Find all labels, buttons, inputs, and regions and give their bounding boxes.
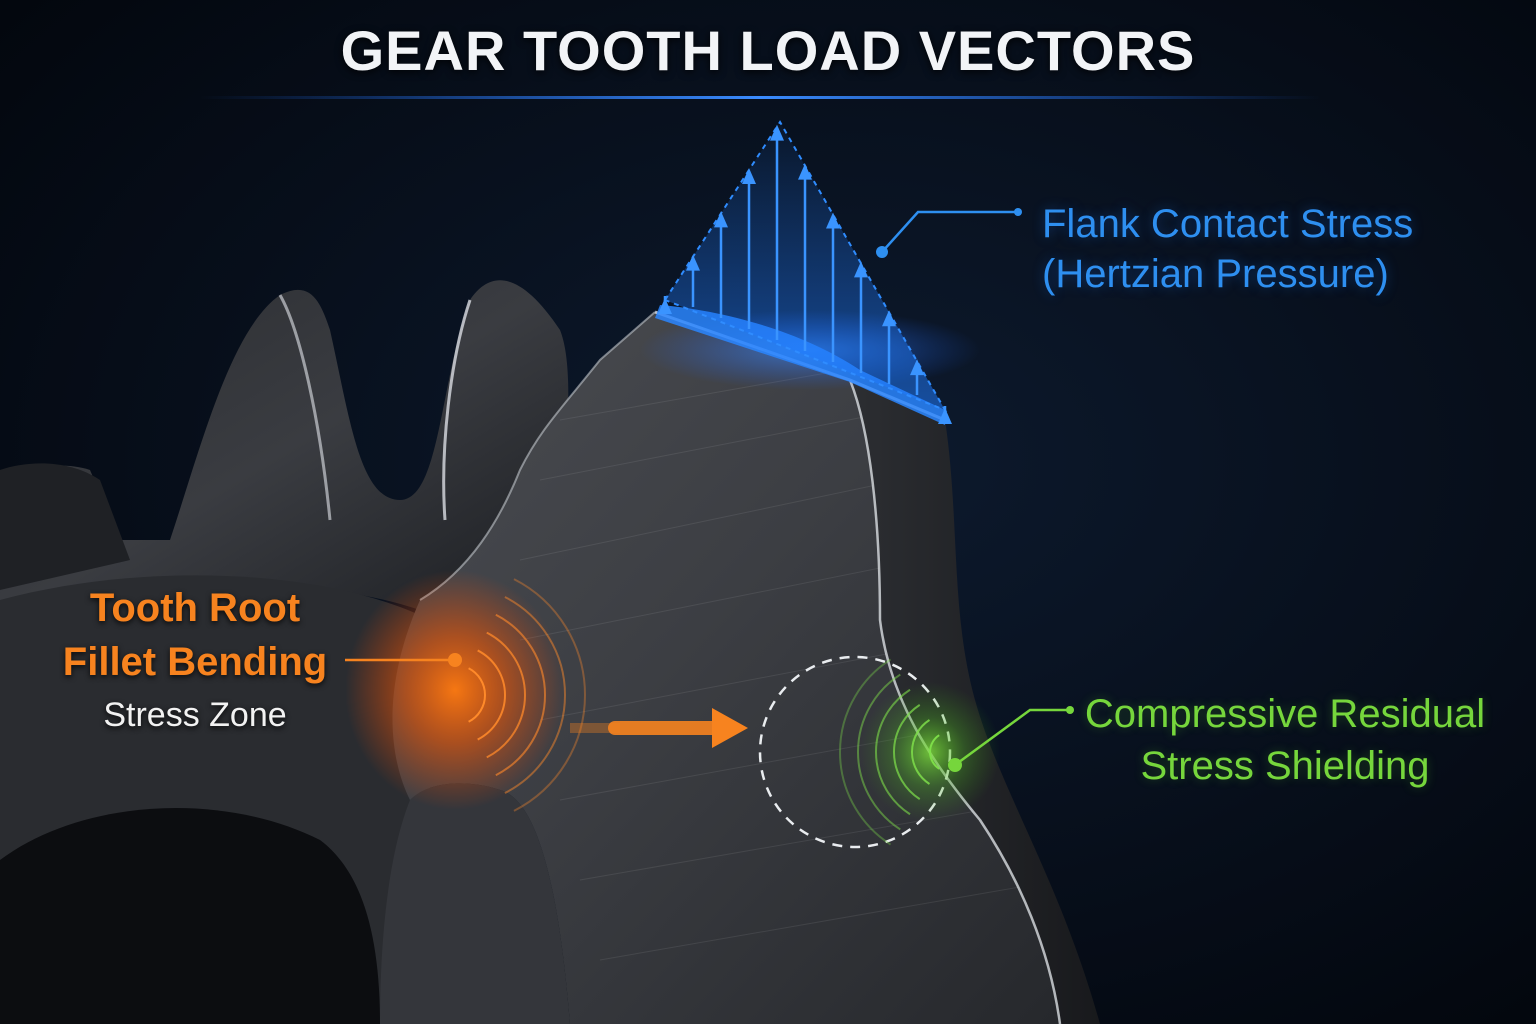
flank-label-line1: Flank Contact Stress bbox=[1042, 202, 1414, 246]
flank-leader-line bbox=[881, 210, 1018, 253]
gear-lower-tooth bbox=[380, 783, 570, 1024]
pressure-arrow-head bbox=[770, 124, 784, 141]
back-gear-tooth-edge bbox=[278, 294, 332, 521]
pressure-arrow-head bbox=[742, 167, 756, 184]
back-gear-body bbox=[0, 280, 569, 620]
pressure-arrows bbox=[658, 124, 952, 424]
contact-band bbox=[655, 305, 945, 425]
pressure-arrow-head bbox=[938, 408, 952, 424]
residual-label-line1: Compressive Residual bbox=[1084, 692, 1486, 736]
root-stress-arc bbox=[486, 631, 526, 759]
flank-leader-end bbox=[1014, 208, 1022, 216]
root-stress-arc bbox=[495, 613, 547, 777]
residual-leader-line bbox=[954, 708, 1070, 767]
residual-label-line2: Stress Shielding bbox=[1140, 744, 1430, 788]
pressure-arrow-head bbox=[826, 212, 840, 229]
pressure-arrow-head bbox=[658, 298, 672, 314]
residual-arc bbox=[875, 688, 911, 816]
root-stress-arcs bbox=[468, 578, 586, 812]
flank-leader-dot bbox=[876, 246, 888, 258]
root-label-line3: Stress Zone bbox=[103, 696, 287, 734]
pressure-arrow-head bbox=[882, 310, 896, 327]
pressure-arrow-head bbox=[798, 163, 812, 180]
pressure-arrow-head bbox=[854, 261, 868, 278]
root-stress-arc bbox=[477, 649, 506, 741]
pressure-arrow-head bbox=[910, 359, 924, 376]
title-rule bbox=[200, 96, 1320, 99]
residual-leader-dot bbox=[948, 758, 962, 772]
flank-label-line2: (Hertzian Pressure) bbox=[1042, 252, 1389, 296]
root-label-line2: Fillet Bending bbox=[62, 640, 328, 684]
root-stress-glow bbox=[345, 570, 565, 810]
diagram-title: GEAR TOOTH LOAD VECTORS bbox=[340, 19, 1196, 82]
back-gear-tooth-edge-2 bbox=[442, 299, 472, 521]
root-leader-dot bbox=[448, 653, 462, 667]
residual-leader-end bbox=[1066, 706, 1074, 714]
root-stress-arc bbox=[513, 578, 586, 812]
root-label-line1: Tooth Root bbox=[89, 586, 301, 630]
root-stress-arc bbox=[468, 667, 486, 723]
root-stress-arc bbox=[504, 596, 567, 794]
residual-arc bbox=[857, 673, 901, 831]
far-tooth bbox=[0, 463, 130, 590]
residual-arcs bbox=[839, 658, 940, 846]
tooth-left-highlight bbox=[419, 311, 656, 601]
residual-arc bbox=[911, 719, 931, 785]
residual-arc bbox=[929, 734, 940, 770]
pressure-arrow-head bbox=[714, 211, 728, 228]
transfer-arrow-head bbox=[712, 708, 748, 748]
residual-arc bbox=[893, 704, 921, 800]
gear-bore bbox=[0, 807, 380, 1024]
residual-arc bbox=[839, 658, 892, 846]
pressure-arrow-head bbox=[686, 254, 700, 271]
front-tooth-face bbox=[392, 312, 1060, 1024]
